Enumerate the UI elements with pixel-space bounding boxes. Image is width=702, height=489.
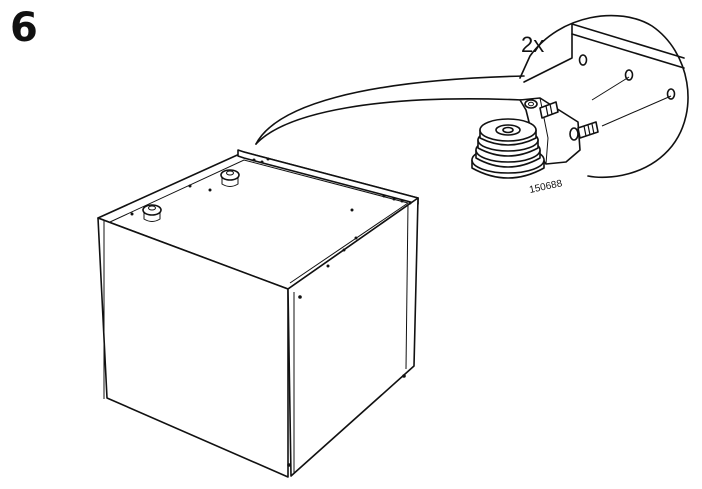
callout-detail: 2x 150688 [471, 14, 689, 196]
quantity-label: 2x [521, 32, 544, 57]
cabinet-side-panel [287, 197, 419, 477]
cabinet-holes [130, 157, 412, 467]
screw-icon [539, 101, 559, 119]
cabinet-foot-mounted-front [142, 204, 162, 222]
callout-bubble [519, 14, 689, 179]
cabinet-foot-mounted-back [220, 169, 240, 187]
screw-icon [577, 121, 599, 139]
part-number: 150688 [528, 178, 563, 196]
cabinet-drawing [97, 149, 419, 478]
callout-leader [255, 75, 525, 145]
step-number: 6 [10, 5, 38, 51]
adjustable-foot-icon [471, 118, 545, 179]
callout-leader-inner [255, 98, 523, 145]
